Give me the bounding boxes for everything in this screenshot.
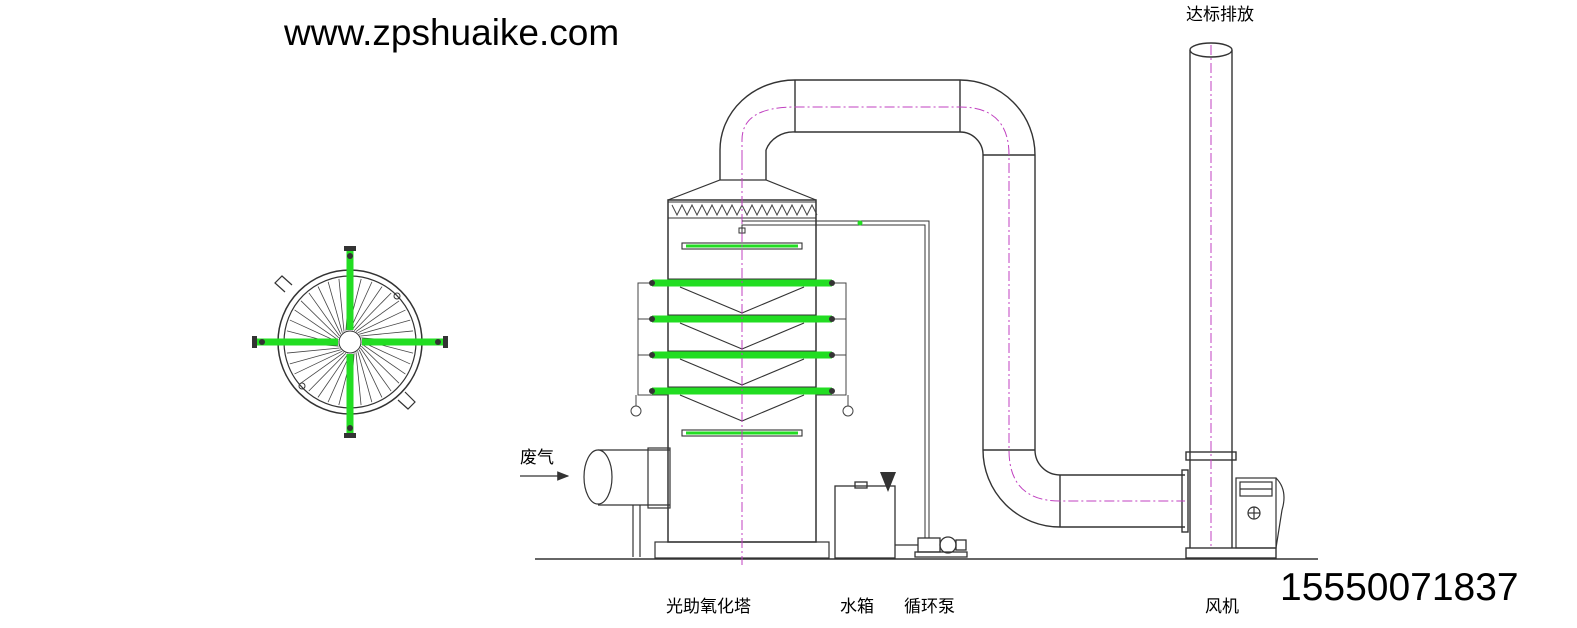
label-waste-gas: 废气: [520, 448, 554, 468]
label-oxidation-tower: 光助氧化塔: [666, 597, 751, 617]
inlet-duct: [520, 447, 671, 557]
tower-top-view: [252, 246, 448, 438]
chimney-stack: [1185, 42, 1277, 559]
label-water-tank: 水箱: [840, 597, 874, 617]
circulation-pump: [895, 536, 968, 558]
fan-unit: [1235, 477, 1285, 549]
oxidation-tower: [630, 160, 854, 565]
website-url: www.zpshuaike.com: [284, 12, 620, 53]
label-fan: 风机: [1205, 597, 1239, 617]
recirculation-pipe: [738, 220, 930, 538]
duct-centerline: [741, 106, 1185, 502]
exhaust-duct: [719, 79, 1189, 533]
phone-number: 15550071837: [1280, 566, 1519, 609]
label-circulation-pump: 循环泵: [904, 597, 955, 617]
label-exhaust-discharge: 达标排放: [1186, 5, 1254, 25]
water-tank: [834, 472, 896, 559]
